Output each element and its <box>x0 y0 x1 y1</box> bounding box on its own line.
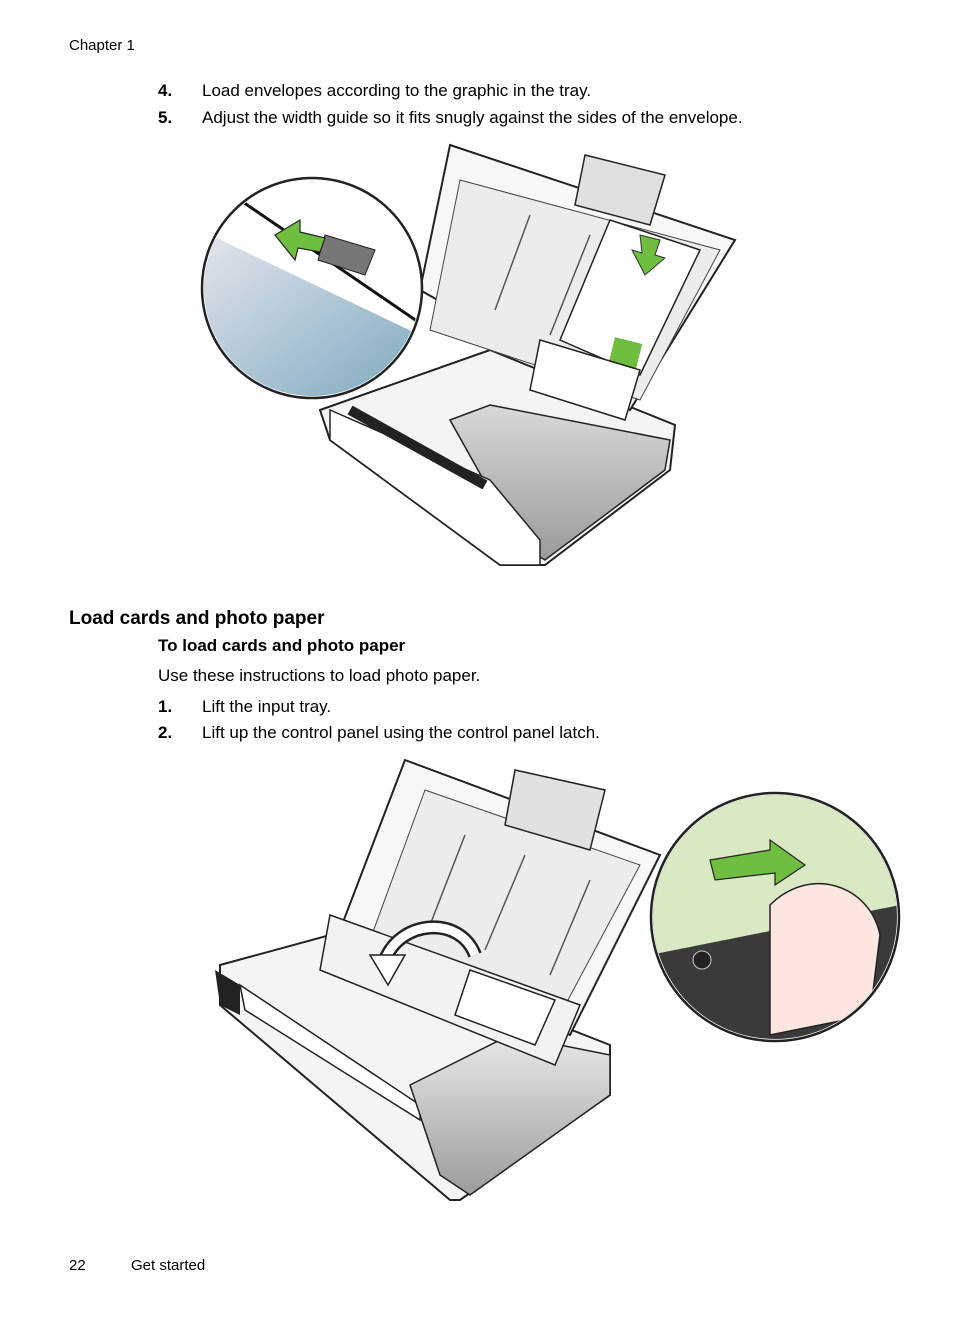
step-4: 4. Load envelopes according to the graph… <box>158 81 858 103</box>
step-5: 5. Adjust the width guide so it fits snu… <box>158 108 858 130</box>
envelope-loading-figure <box>200 143 737 566</box>
control-panel-lift-figure <box>215 758 901 1201</box>
footer-section-name: Get started <box>131 1257 206 1274</box>
section-subheading: To load cards and photo paper <box>158 636 406 655</box>
step-text: Adjust the width guide so it fits snugly… <box>202 108 743 127</box>
step-text: Lift the input tray. <box>202 697 332 716</box>
page-number: 22 <box>69 1257 86 1274</box>
step-text: Load envelopes according to the graphic … <box>202 81 592 100</box>
step-text: Lift up the control panel using the cont… <box>202 723 600 742</box>
section-heading: Load cards and photo paper <box>69 608 325 629</box>
step-1: 1. Lift the input tray. <box>158 697 858 719</box>
section-intro: Use these instructions to load photo pap… <box>158 666 481 685</box>
step-number: 4. <box>158 81 173 100</box>
chapter-header: Chapter 1 <box>69 37 135 54</box>
step-number: 5. <box>158 108 173 127</box>
step-number: 1. <box>158 697 173 716</box>
step-number: 2. <box>158 723 173 742</box>
step-2: 2. Lift up the control panel using the c… <box>158 723 858 745</box>
